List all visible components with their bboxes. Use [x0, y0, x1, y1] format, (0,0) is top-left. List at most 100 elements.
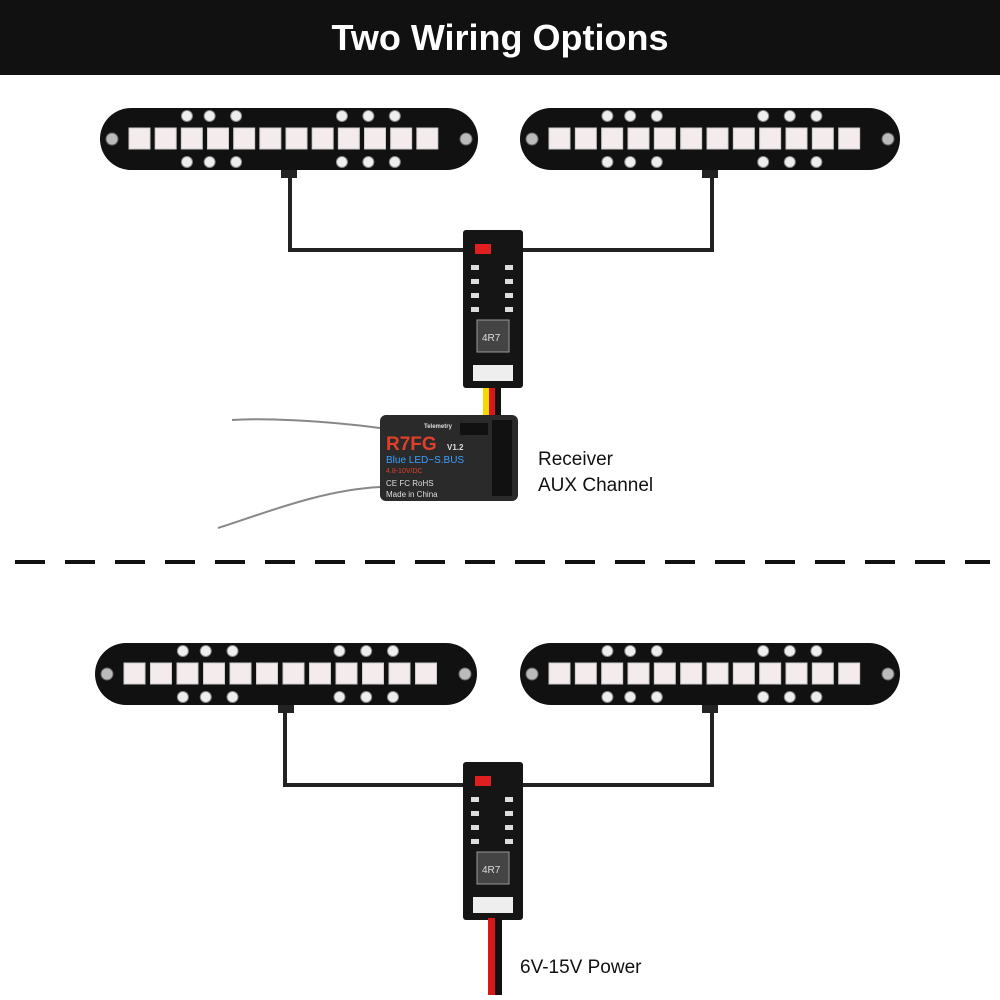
mount-hole: [176, 691, 189, 703]
screw-icon: [881, 132, 895, 146]
receiver-label-line2: AUX Channel: [538, 475, 654, 496]
led: [285, 127, 308, 150]
inductor: [476, 851, 510, 885]
mount-hole: [333, 691, 346, 703]
led: [123, 662, 146, 685]
mount-hole: [362, 156, 375, 168]
power-wire: [495, 918, 502, 995]
mount-hole: [757, 645, 770, 657]
wire-connector: [281, 170, 297, 178]
power-label: 6V-15V Power: [520, 957, 642, 978]
led: [282, 662, 305, 685]
mount-hole: [360, 691, 373, 703]
smd-component: [505, 293, 513, 298]
mount-hole: [360, 645, 373, 657]
mount-hole: [333, 645, 346, 657]
mount-hole: [386, 691, 399, 703]
led: [180, 127, 203, 150]
mount-hole: [226, 691, 239, 703]
led: [811, 127, 834, 150]
led: [838, 127, 861, 150]
mount-hole: [810, 156, 823, 168]
led: [759, 662, 782, 685]
led: [548, 127, 571, 150]
mount-hole: [601, 110, 614, 122]
wire-connector: [278, 705, 294, 713]
light-bar-top-left: [100, 108, 478, 178]
led: [653, 662, 676, 685]
mount-hole: [180, 110, 193, 122]
receiver-label: Receiver AUX Channel: [538, 447, 653, 499]
led: [362, 662, 384, 685]
mount-hole: [783, 110, 796, 122]
mount-hole: [362, 110, 375, 122]
wire-right: [523, 710, 714, 787]
led: [176, 662, 199, 685]
mount-hole: [199, 691, 212, 703]
status-led: [475, 776, 491, 786]
receiver-voltage: 4.8-10V/DC: [386, 468, 423, 475]
led: [627, 127, 650, 150]
title-banner: Two Wiring Options: [0, 0, 1000, 75]
receiver-version: V1.2: [447, 443, 464, 452]
mount-hole: [388, 110, 401, 122]
inductor-label: 4R7: [482, 865, 501, 876]
mount-hole: [783, 691, 796, 703]
mount-hole: [176, 645, 189, 657]
mount-hole: [230, 156, 243, 168]
led: [732, 662, 755, 685]
led: [627, 662, 650, 685]
light-bar-top-right: [520, 108, 900, 178]
mount-hole: [624, 156, 637, 168]
smd-component: [505, 797, 513, 802]
smd-component: [471, 307, 479, 312]
wire-left: [283, 710, 463, 787]
led: [203, 662, 225, 685]
led: [416, 127, 439, 150]
light-bar-bottom-left: [95, 643, 477, 713]
mount-hole: [335, 156, 348, 168]
mount-hole: [783, 156, 796, 168]
mount-hole: [386, 645, 399, 657]
mount-hole: [757, 691, 770, 703]
controller-top: 4R7: [463, 230, 523, 388]
led: [259, 127, 282, 150]
screw-icon: [105, 132, 119, 146]
led: [706, 127, 729, 150]
led: [574, 127, 597, 150]
mount-hole: [180, 156, 193, 168]
mount-hole: [650, 691, 663, 703]
receiver-model: R7FG: [386, 434, 437, 455]
mount-hole: [199, 645, 212, 657]
mount-hole: [810, 645, 823, 657]
smd-component: [471, 265, 479, 270]
led: [574, 662, 597, 685]
receiver-subtitle: Blue LED~S.BUS: [386, 455, 464, 466]
screw-icon: [881, 667, 895, 681]
receiver-telemetry: Telemetry: [424, 424, 453, 430]
led: [154, 127, 177, 150]
screw-icon: [100, 667, 114, 681]
mount-hole: [226, 645, 239, 657]
smd-component: [505, 279, 513, 284]
connector-header: [473, 365, 513, 381]
mount-hole: [203, 156, 216, 168]
antenna-wire: [231, 418, 381, 429]
title: Two Wiring Options: [331, 16, 669, 58]
smd-component: [505, 839, 513, 844]
led: [415, 662, 437, 685]
smd-component: [505, 265, 513, 270]
led: [390, 127, 413, 150]
mount-hole: [624, 691, 637, 703]
smd-component: [505, 825, 513, 830]
led: [364, 127, 386, 150]
led: [388, 662, 411, 685]
smd-component: [471, 825, 479, 830]
telemetry-port: [460, 423, 488, 435]
smd-component: [471, 839, 479, 844]
wire-left: [288, 175, 463, 252]
mount-hole: [388, 156, 401, 168]
led: [785, 662, 808, 685]
